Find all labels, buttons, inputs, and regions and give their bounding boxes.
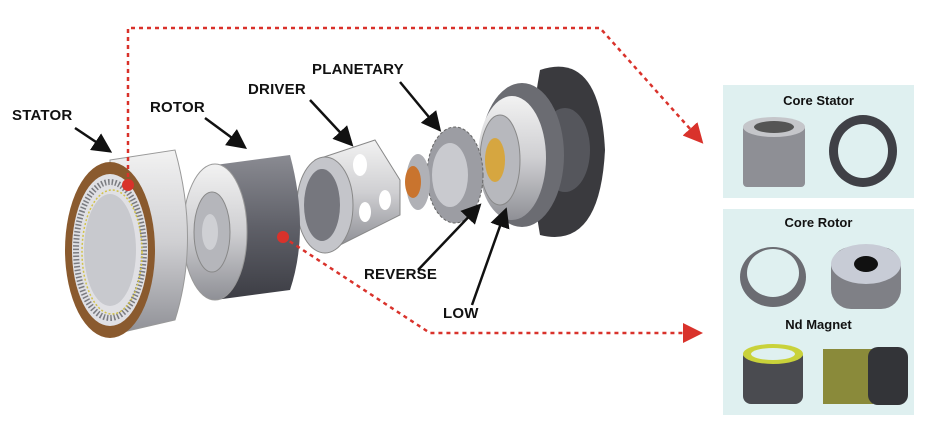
core-stator-images — [743, 115, 897, 187]
low-pointer — [470, 207, 510, 306]
label-reverse: REVERSE — [364, 266, 438, 283]
reverse-gear — [405, 154, 430, 210]
stator-pointer — [74, 126, 113, 153]
label-driver: DRIVER — [248, 81, 306, 98]
label-low: LOW — [443, 305, 479, 322]
callout-line-rotor — [277, 231, 703, 343]
label-pointers — [74, 81, 510, 306]
core-stator-title: Core Stator — [783, 93, 854, 108]
label-planetary: PLANETARY — [312, 61, 404, 78]
planetary-pointer — [399, 81, 442, 132]
core-stator-panel: Core Stator — [723, 85, 914, 198]
rotor-pointer — [204, 116, 248, 149]
label-rotor: ROTOR — [150, 99, 205, 116]
low-gear-assembly — [478, 83, 564, 227]
core-rotor-title: Core Rotor — [784, 215, 853, 230]
reverse-pointer — [417, 203, 482, 271]
core-rotor-panel: Core Rotor Nd Magnet — [723, 209, 914, 415]
rotor-part — [182, 155, 300, 301]
stator-part — [65, 149, 188, 338]
core-rotor-images — [740, 244, 908, 405]
nd-magnet-title: Nd Magnet — [785, 317, 852, 332]
label-stator: STATOR — [12, 107, 73, 124]
driver-cage — [296, 139, 401, 254]
planetary-gear — [426, 126, 484, 224]
callout-line-stator — [122, 26, 704, 191]
driver-pointer — [309, 99, 354, 147]
